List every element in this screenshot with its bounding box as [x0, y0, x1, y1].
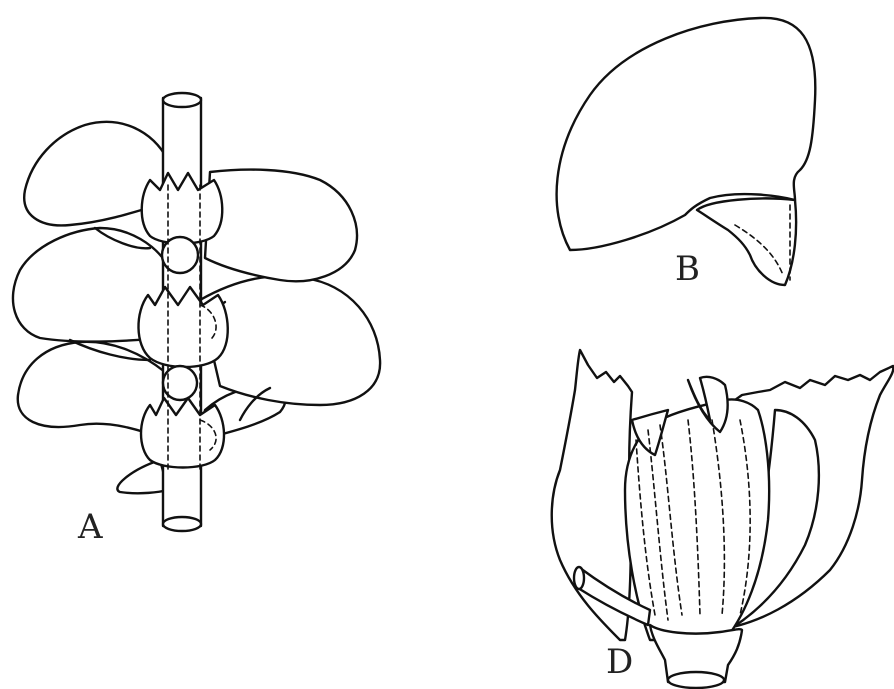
figure-a-leaf-right-1: [205, 170, 357, 282]
figure-label-d: D: [606, 645, 633, 679]
figure-b-leaf: [557, 18, 816, 285]
figure-label-a: A: [78, 510, 103, 544]
figure-a-stem-bottom-cut: [163, 517, 201, 531]
figure-a-stem-top-cut: [163, 93, 201, 107]
figure-a-shoot: [13, 93, 380, 531]
figure-d-flower: [552, 350, 894, 688]
figure-d-side-stalk-cut: [574, 567, 584, 589]
figure-a-node-3: [141, 398, 224, 468]
figure-label-b: B: [675, 252, 700, 286]
figure-d-stem-cut: [668, 672, 724, 688]
